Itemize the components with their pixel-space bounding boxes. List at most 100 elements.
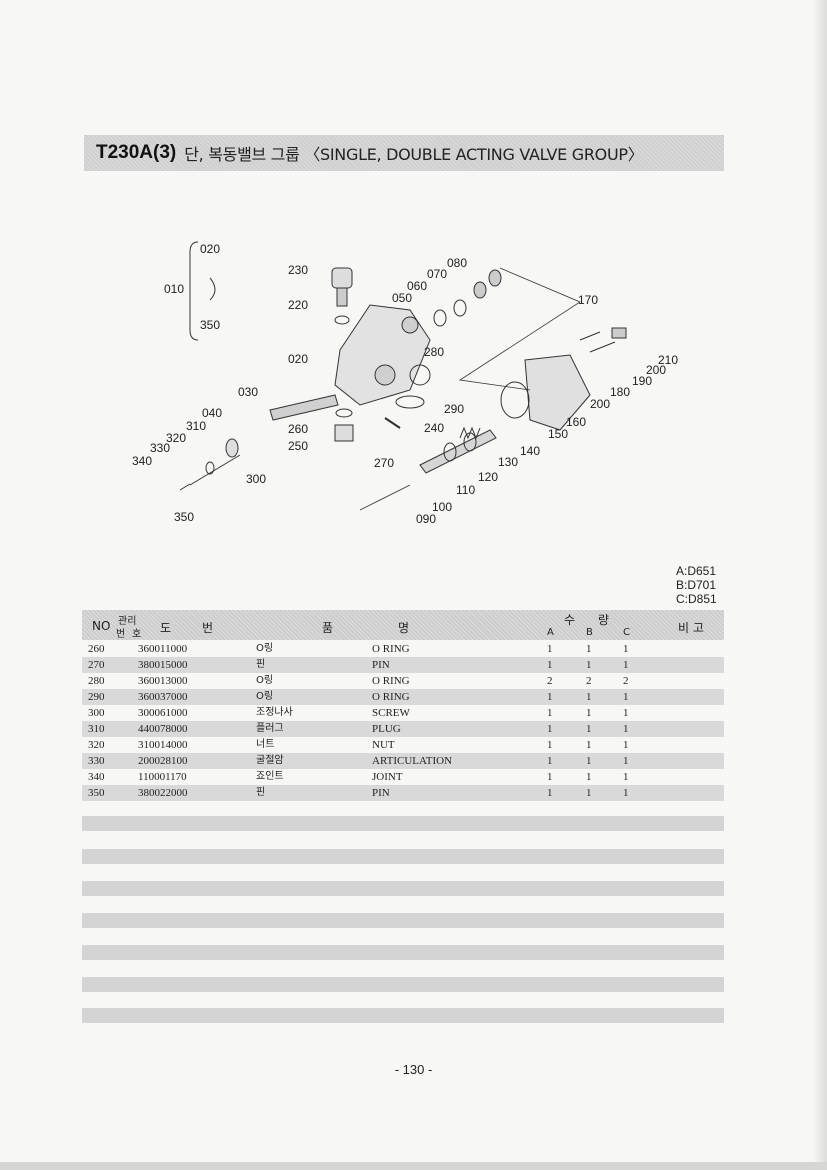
row-qty-a: 1 [547, 771, 553, 783]
table-row: 350 380022000 핀 PIN 1 1 1 [82, 785, 724, 801]
empty-table-row [82, 849, 724, 864]
diagram-callouts: 020 010 350 230 220 080 070 060 050 170 … [132, 242, 678, 526]
svg-text:160: 160 [566, 415, 586, 429]
table-row: 280 360013000 O링 O RING 2 2 2 [82, 673, 724, 689]
header-col-a: A [547, 627, 554, 638]
row-korean-name: 핀 [256, 659, 266, 670]
parts-table-body: 260 360011000 O링 O RING 1 1 1 270 380015… [82, 641, 724, 801]
row-english-name: SCREW [372, 707, 410, 719]
row-qty-c: 1 [623, 659, 629, 671]
row-qty-c: 1 [623, 691, 629, 703]
header-col-b: B [586, 627, 593, 638]
svg-text:220: 220 [288, 298, 308, 312]
svg-text:270: 270 [374, 456, 394, 470]
row-english-name: PLUG [372, 723, 401, 735]
row-korean-name: O링 [256, 675, 274, 686]
row-qty-a: 1 [547, 659, 553, 671]
row-part-number: 310014000 [138, 739, 188, 751]
row-english-name: ARTICULATION [372, 755, 452, 767]
svg-text:250: 250 [288, 439, 308, 453]
svg-text:110: 110 [456, 483, 475, 497]
empty-table-row [82, 977, 724, 992]
valve-cover-shape [524, 354, 591, 431]
svg-text:200: 200 [590, 397, 610, 411]
row-english-name: O RING [372, 691, 410, 703]
row-korean-name: 조정나사 [256, 707, 293, 718]
empty-table-row [82, 1008, 724, 1023]
svg-text:340: 340 [132, 454, 152, 468]
table-row: 340 110001170 죠인트 JOINT 1 1 1 [82, 769, 724, 785]
svg-text:300: 300 [246, 472, 266, 486]
row-qty-a: 1 [547, 691, 553, 703]
row-korean-name: O링 [256, 691, 274, 702]
row-part-number: 440078000 [138, 723, 188, 735]
row-no: 290 [88, 691, 105, 703]
header-mgmt-right: 호 [132, 629, 142, 640]
header-no: NO [92, 619, 111, 633]
svg-text:330: 330 [150, 441, 170, 455]
row-english-name: PIN [372, 659, 390, 671]
row-qty-a: 2 [547, 675, 553, 687]
svg-text:020: 020 [288, 352, 308, 366]
svg-text:030: 030 [238, 385, 258, 399]
svg-text:210: 210 [658, 353, 678, 367]
row-english-name: PIN [372, 787, 390, 799]
row-no: 330 [88, 755, 105, 767]
model-label-b: B:D701 [676, 578, 717, 592]
table-row: 270 380015000 핀 PIN 1 1 1 [82, 657, 724, 673]
empty-table-row [82, 816, 724, 831]
row-qty-c: 1 [623, 755, 629, 767]
row-qty-a: 1 [547, 643, 553, 655]
row-qty-b: 1 [586, 771, 592, 783]
row-korean-name: 너트 [256, 739, 275, 750]
row-part-number: 360011000 [138, 643, 188, 655]
row-part-number: 110001170 [138, 771, 187, 783]
empty-table-row [82, 945, 724, 960]
svg-text:310: 310 [186, 419, 206, 433]
row-qty-c: 2 [623, 675, 629, 687]
row-part-number: 360013000 [138, 675, 188, 687]
svg-text:200: 200 [646, 363, 666, 377]
section-code: T230A(3) [96, 142, 177, 163]
row-part-number: 200028100 [138, 755, 188, 767]
svg-text:130: 130 [498, 455, 518, 469]
table-row: 330 200028100 굴절암 ARTICULATION 1 1 1 [82, 753, 724, 769]
row-part-number: 380015000 [138, 659, 188, 671]
row-no: 310 [88, 723, 105, 735]
row-qty-b: 1 [586, 723, 592, 735]
svg-text:060: 060 [407, 279, 427, 293]
row-korean-name: 죠인트 [256, 771, 284, 782]
svg-text:140: 140 [520, 444, 540, 458]
section-title: 단, 복동밸브 그룹 〈SINGLE, DOUBLE ACTING VALVE … [184, 145, 644, 164]
header-qty-1: 수 [564, 613, 576, 627]
page-bottom-edge [0, 1162, 827, 1170]
row-qty-c: 1 [623, 739, 629, 751]
row-no: 260 [88, 643, 105, 655]
page-edge-shadow [813, 0, 827, 1170]
header-mgmt-left: 번 [116, 629, 126, 640]
header-mgmt-top: 관리 [118, 616, 137, 627]
row-qty-c: 1 [623, 723, 629, 735]
header-name-2: 명 [398, 621, 410, 635]
svg-text:350: 350 [174, 510, 194, 524]
row-qty-b: 1 [586, 643, 592, 655]
section-title-bar: T230A(3) 단, 복동밸브 그룹 〈SINGLE, DOUBLE ACTI… [84, 135, 724, 171]
svg-text:050: 050 [392, 291, 412, 305]
table-row: 300 300061000 조정나사 SCREW 1 1 1 [82, 705, 724, 721]
row-qty-b: 1 [586, 739, 592, 751]
svg-text:290: 290 [444, 402, 464, 416]
row-part-number: 380022000 [138, 787, 188, 799]
row-qty-b: 1 [586, 707, 592, 719]
empty-table-row [82, 913, 724, 928]
parts-table-header: NO 관리 번 호 도 번 품 명 수 량 A B C 비 고 [82, 610, 724, 640]
row-qty-a: 1 [547, 723, 553, 735]
diagram-svg: 020 010 350 230 220 080 070 060 050 170 … [132, 241, 678, 526]
svg-text:320: 320 [166, 431, 186, 445]
row-no: 300 [88, 707, 105, 719]
svg-text:280: 280 [424, 345, 444, 359]
header-col-c: C [623, 627, 630, 638]
row-qty-c: 1 [623, 771, 629, 783]
svg-text:190: 190 [632, 374, 652, 388]
empty-table-row [82, 881, 724, 896]
exploded-parts-diagram: 020 010 350 230 220 080 070 060 050 170 … [120, 230, 700, 530]
